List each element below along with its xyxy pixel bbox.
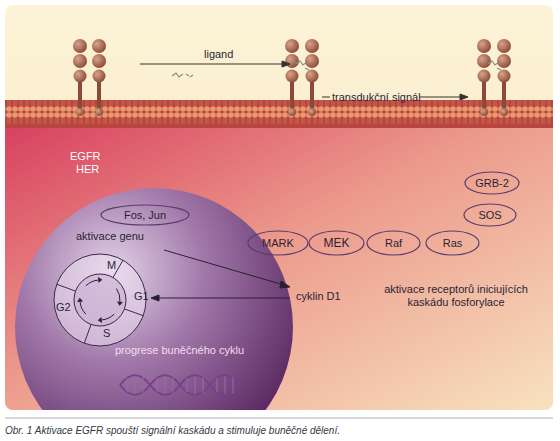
kinase-ellipse: Raf: [366, 230, 421, 256]
node-text: SOS: [478, 209, 501, 222]
phase-label: G1: [134, 290, 149, 303]
node-text: MARK: [262, 237, 294, 250]
transcription-factor-ellipse: Fos, Jun: [100, 204, 190, 226]
arrow-label: transdukční signál: [332, 91, 432, 104]
protein-ellipse: SOS: [463, 203, 517, 227]
node-text: Ras: [443, 237, 463, 250]
node-text: progrese buněčného cyklu: [115, 344, 244, 357]
node-text: aktivace genu: [76, 230, 144, 243]
kinase-ellipse: MARK: [247, 230, 309, 256]
protein-ellipse: GRB-2: [464, 171, 520, 195]
arrow-label: ligand: [204, 48, 264, 61]
node-text: Fos, Jun: [124, 209, 166, 222]
receptor-name: HER: [76, 163, 116, 176]
receptor-name: EGFR: [70, 150, 110, 163]
node-text: GRB-2: [475, 177, 509, 190]
node-text: MEK: [323, 237, 349, 250]
cell-cycle-circle: M G1S G2: [50, 250, 150, 350]
protein-name: cyklin D1: [296, 290, 356, 303]
nucleus-sphere: aktivace genu progrese buněčného cyklu Fos…: [15, 188, 293, 410]
phase-label: S: [103, 327, 110, 340]
annotation: aktivace receptorů iniciujících kaskádu …: [368, 283, 544, 309]
node-text: Raf: [385, 237, 402, 250]
kinase-ellipse: MEK: [308, 230, 365, 256]
phase-label: M: [107, 259, 116, 272]
figure-caption: Obr. 1 Aktivace EGFR spouští signální ka…: [5, 424, 555, 437]
phase-label: G2: [56, 301, 71, 314]
protein-ellipse: Ras: [425, 230, 480, 256]
